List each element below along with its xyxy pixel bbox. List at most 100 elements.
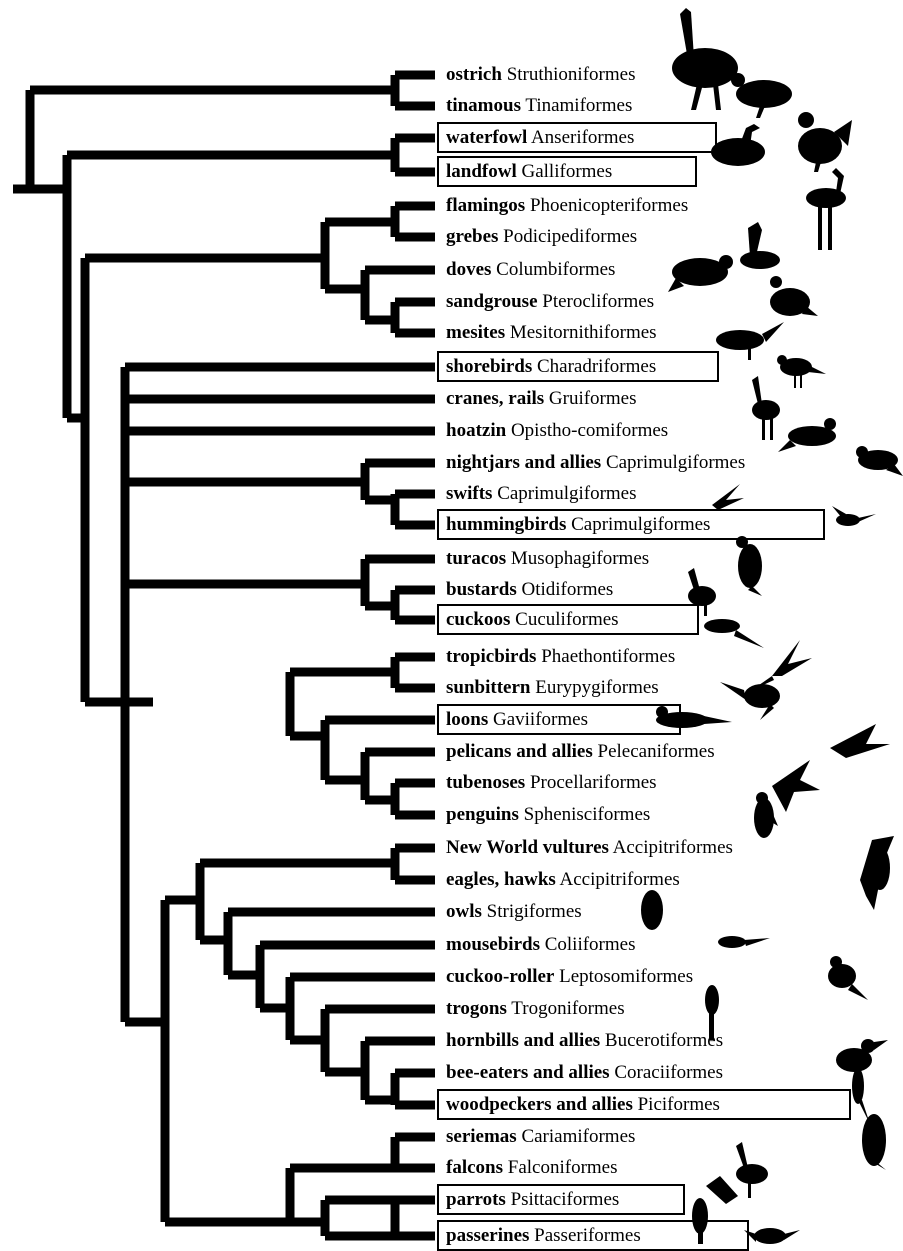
taxon-label: tubenoses Procellariformes [446,771,657,795]
taxon-common-name: landfowl [446,161,517,182]
taxon-label: ostrich Struthioniformes [446,63,635,87]
ostrich-icon [672,8,738,110]
taxon-highlight-box [437,1089,851,1120]
taxon-common-name: mesites [446,322,506,343]
sandgrouse-icon [770,276,818,316]
taxon-order-name: Phoenicopteriformes [525,195,689,216]
taxon-label: hoatzin Opistho-comiformes [446,419,668,443]
taxon-label: sandgrouse Pterocliformes [446,290,654,314]
taxon-common-name: woodpeckers and allies [446,1094,633,1115]
taxon-label: landfowl Galliformes [446,160,612,184]
taxon-label: owls Strigiformes [446,900,582,924]
cuckoo-icon [704,619,764,648]
taxon-order-name: Phaethontiformes [536,646,676,667]
node-root [25,85,395,194]
taxon-highlight-box [437,1220,749,1251]
taxon-common-name: tinamous [446,95,521,116]
taxon-order-name: Caprimulgiformes [492,483,637,504]
taxon-label: mousebirds Coliiformes [446,933,636,957]
taxon-common-name: hornbills and allies [446,1030,601,1051]
node-owls-coraciimorphae [223,907,435,980]
woodpecker-icon [862,1114,886,1170]
node-neoaves [80,253,325,707]
taxon-order-name: Coliiformes [539,934,636,955]
hornbill-icon [836,1039,888,1072]
taxon-order-name: Gruiformes [544,388,637,409]
node-otidimorphae [360,554,435,611]
taxon-common-name: falcons [446,1157,503,1178]
tree-branches [13,70,435,1241]
taxon-highlight-box [437,509,825,540]
taxon-order-name: Psittaciformes [505,1189,620,1210]
taxon-label: sunbittern Eurypygiformes [446,676,659,700]
taxon-order-name: Tinamiformes [520,95,633,116]
taxon-order-name: Caprimulgiformes [566,514,711,535]
taxon-label: penguins Sphenisciformes [446,803,650,827]
taxon-order-name: Leptosomiformes [554,966,694,987]
duck-icon [711,124,765,166]
taxon-common-name: grebes [446,226,499,247]
taxon-order-name: Podicipediformes [498,226,638,247]
taxon-order-name: Struthioniformes [501,64,636,85]
taxon-label: pelicans and allies Pelecaniformes [446,740,715,764]
penguin-icon [754,792,778,838]
taxon-order-name: Sphenisciformes [518,804,651,825]
node-cor-pici [390,1068,435,1110]
taxon-order-name: Eurypygiformes [530,677,659,698]
node-aequornithes [320,715,435,785]
mesite-icon [716,322,784,360]
taxon-label: tinamous Tinamiformes [446,94,632,118]
taxon-highlight-box [437,351,719,382]
taxon-label: passerines Passeriformes [446,1224,641,1248]
taxon-order-name: Coraciiformes [609,1062,724,1083]
taxon-label: nightjars and allies Caprimulgiformes [446,451,745,475]
node-cuckoo-bustard [390,585,435,625]
turaco-icon [736,536,762,596]
taxon-label: shorebirds Charadriformes [446,355,656,379]
taxon-common-name: waterfowl [446,127,528,148]
taxon-highlight-box [437,604,699,635]
taxon-order-name: Charadriformes [532,356,657,377]
rooster-icon [798,112,852,172]
bustard-icon [688,568,716,616]
taxon-order-name: Accipitriformes [555,869,680,890]
falcon-icon [706,1176,738,1204]
taxon-label: hummingbirds Caprimulgiformes [446,513,710,537]
taxon-common-name: owls [446,901,482,922]
grebe-icon [740,222,780,269]
node-paleognathae [390,70,435,111]
node-tubenose-penguin [390,778,435,820]
taxon-common-name: cuckoos [446,609,511,630]
silhouettes [641,8,903,1244]
taxon-order-name: Musophagiformes [506,548,650,569]
taxon-order-name: Accipitriformes [608,837,733,858]
taxon-common-name: sandgrouse [446,291,538,312]
node-cavitaves [285,972,435,1045]
taxon-common-name: New World vultures [446,837,609,858]
hummingbird-icon [832,506,876,526]
node-columbea [320,217,395,294]
taxon-order-name: Passeriformes [529,1225,641,1246]
node-picocoraciae [360,1036,435,1105]
taxon-order-name: Strigiformes [481,901,582,922]
taxon-highlight-box [437,1184,685,1215]
passerine-icon [744,1228,800,1244]
taxon-order-name: Trogoniformes [506,998,625,1019]
nightjar-icon [856,446,903,476]
node-apodiformes [390,489,435,530]
taxon-common-name: nightjars and allies [446,452,602,473]
tinamou-icon [731,73,792,118]
taxon-common-name: cranes, rails [446,388,545,409]
taxon-label: loons Gaviiformes [446,708,588,732]
node-columbimorphae [360,265,435,325]
taxon-label: cuckoos Cuculiformes [446,608,619,632]
node-seriema-falcon [390,1132,435,1173]
taxon-common-name: trogons [446,998,507,1019]
node-eufalconimorphae [320,1195,395,1241]
node-eucavitaves [320,1004,435,1077]
taxon-common-name: mousebirds [446,934,540,955]
node-accipitriformes [390,843,435,885]
taxon-common-name: shorebirds [446,356,533,377]
taxon-common-name: hoatzin [446,420,507,441]
node-telluraves [125,895,290,1227]
